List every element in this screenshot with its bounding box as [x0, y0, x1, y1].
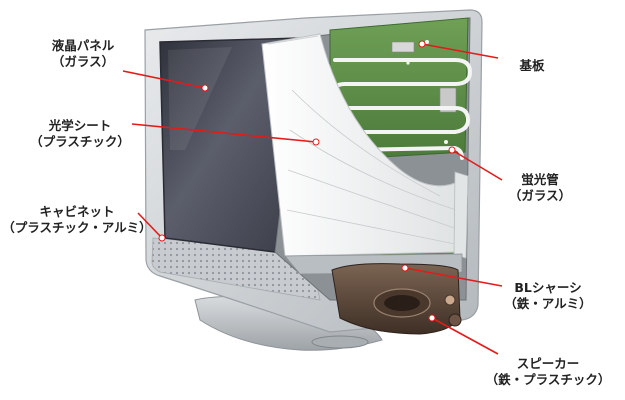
- optical-sheet-graphic: [261, 33, 469, 259]
- label-speaker-material: （鉄・プラスチック）: [485, 372, 611, 387]
- label-lcd-panel-material: （ガラス）: [51, 54, 115, 69]
- leader-line-optical-sheet: [131, 123, 317, 143]
- leader-line-speaker: [431, 317, 499, 355]
- label-bl-chassis-name: BLシャーシ: [514, 280, 582, 295]
- label-cabinet: キャビネット （プラスチック・アルミ）: [2, 204, 152, 236]
- label-speaker: スピーカー （鉄・プラスチック）: [478, 356, 618, 388]
- label-optical-sheet: 光学シート （プラスチック）: [20, 118, 140, 150]
- label-optical-sheet-material: （プラスチック）: [30, 134, 130, 149]
- leader-line-lcd-panel: [122, 70, 206, 89]
- label-fluorescent-tube-name: 蛍光管: [521, 172, 559, 187]
- leader-dot-optical-sheet: [312, 138, 320, 146]
- label-lcd-panel-name: 液晶パネル: [51, 38, 115, 53]
- label-bl-chassis-material: （鉄・アルミ）: [504, 296, 592, 311]
- leader-dot-speaker: [428, 314, 436, 322]
- label-cabinet-material: （プラスチック・アルミ）: [2, 220, 152, 235]
- label-fluorescent-tube: 蛍光管 （ガラス）: [500, 172, 580, 204]
- leader-dot-lcd-panel: [201, 84, 209, 92]
- leader-dot-fluorescent-tube: [448, 146, 456, 154]
- leader-dot-bl-chassis: [401, 264, 409, 272]
- label-speaker-name: スピーカー: [516, 356, 580, 371]
- leader-line-circuit-board: [421, 43, 499, 59]
- leader-dots: [158, 40, 456, 322]
- label-bl-chassis: BLシャーシ （鉄・アルミ）: [498, 280, 598, 312]
- label-circuit-board-name: 基板: [519, 58, 545, 73]
- leader-line-fluorescent-tube: [451, 149, 503, 181]
- label-optical-sheet-name: 光学シート: [48, 118, 112, 133]
- label-lcd-panel: 液晶パネル （ガラス）: [28, 38, 138, 70]
- leader-dot-cabinet: [158, 234, 166, 242]
- label-fluorescent-tube-material: （ガラス）: [508, 188, 572, 203]
- speaker-graphic: [331, 263, 462, 335]
- leader-line-cabinet: [137, 212, 163, 239]
- leader-lines: [122, 43, 503, 355]
- label-cabinet-name: キャビネット: [39, 204, 115, 219]
- label-circuit-board: 基板: [502, 58, 562, 74]
- leader-line-bl-chassis: [404, 267, 503, 287]
- lcd-panel-glass: [159, 37, 301, 253]
- leader-dot-circuit-board: [418, 40, 426, 48]
